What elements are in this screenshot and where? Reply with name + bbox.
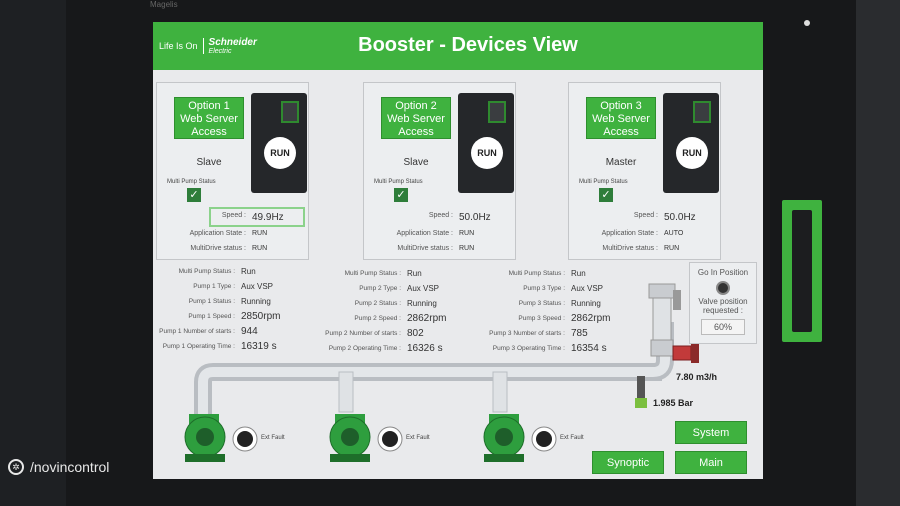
check-icon: ✓ — [394, 188, 408, 202]
ext-fault-lamp-2 — [377, 426, 403, 452]
page-title: Booster - Devices View — [358, 34, 578, 56]
multidrive-row: MultiDrive status :RUN — [602, 245, 680, 252]
hmi-brand: Magelis — [150, 0, 178, 9]
run-indicator: RUN — [676, 137, 708, 169]
go-in-position-button[interactable] — [716, 281, 730, 295]
app-state-row: Application State :RUN — [396, 230, 475, 237]
speed-row: Speed :50.0Hz — [633, 212, 696, 223]
ext-fault-label-1: Ext Fault — [261, 435, 285, 441]
valve-position-label: Valve position requested : — [698, 297, 748, 315]
ext-fault-label-2: Ext Fault — [406, 435, 430, 441]
watermark: ✲ /novincontrol — [8, 459, 109, 475]
main-button[interactable]: Main — [675, 451, 747, 474]
multi-pump-status-label: Multi Pump Status — [167, 179, 216, 185]
run-indicator: RUN — [264, 137, 296, 169]
multi-pump-status-label: Multi Pump Status — [374, 179, 423, 185]
pump-2-info: Multi Pump Status :Run Pump 2 Type :Aux … — [325, 269, 447, 354]
piping-diagram — [184, 283, 699, 462]
hmi-side-panel — [856, 0, 900, 506]
usb-module — [782, 200, 822, 342]
pump-2-icon — [329, 414, 371, 462]
flow-readout: 7.80 m3/h — [676, 372, 718, 382]
pressure-readout: 1.985 Bar — [653, 398, 694, 408]
multidrive-row: MultiDrive status :RUN — [397, 245, 475, 252]
drive-icon: RUN — [251, 93, 307, 193]
drive-icon: RUN — [458, 93, 514, 193]
device-role: Slave — [403, 157, 429, 168]
pump-1-info: Multi Pump Status :Run Pump 1 Type :Aux … — [159, 267, 281, 352]
ext-fault-label-3: Ext Fault — [560, 435, 584, 441]
speed-row: Speed :50.0Hz — [428, 212, 491, 223]
pump-3-info: Multi Pump Status :Run Pump 3 Type :Aux … — [489, 269, 611, 354]
multi-pump-status-label: Multi Pump Status — [579, 179, 628, 185]
system-button[interactable]: System — [675, 421, 747, 444]
ext-fault-lamp-1 — [232, 426, 258, 452]
film-reel-icon: ✲ — [8, 459, 24, 475]
valve-position-panel: Go In Position Valve position requested … — [689, 262, 757, 344]
go-in-position-label: Go In Position — [697, 268, 749, 277]
synoptic-button[interactable]: Synoptic — [592, 451, 664, 474]
check-icon: ✓ — [599, 188, 613, 202]
speed-highlight — [209, 207, 305, 227]
run-indicator: RUN — [471, 137, 503, 169]
multidrive-row: MultiDrive status :RUN — [190, 245, 268, 252]
pump-1-icon — [184, 414, 226, 462]
valve-position-input[interactable]: 60% — [701, 319, 745, 335]
speed-row: Speed :49.9Hz — [221, 212, 284, 223]
drive-icon: RUN — [663, 93, 719, 193]
app-state-row: Application State :AUTO — [601, 230, 684, 237]
ext-fault-lamp-3 — [531, 426, 557, 452]
check-icon: ✓ — [187, 188, 201, 202]
pump-3-icon — [483, 414, 525, 462]
app-state-row: Application State :RUN — [189, 230, 268, 237]
device-role: Master — [605, 157, 637, 168]
device-role: Slave — [196, 157, 222, 168]
status-led — [804, 20, 810, 26]
